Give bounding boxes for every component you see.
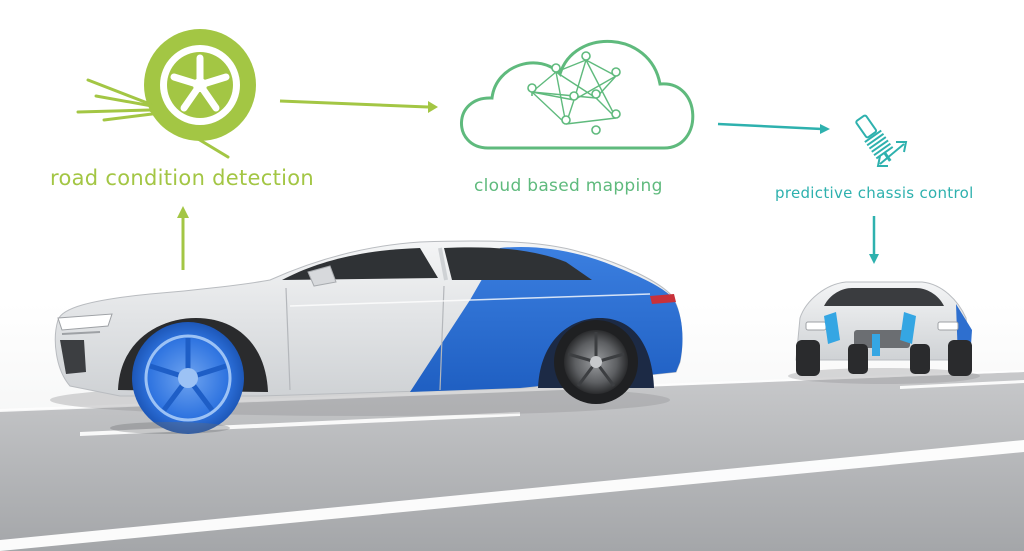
suspension-highlights xyxy=(824,312,916,356)
arrow-car-to-road-detection xyxy=(177,206,189,270)
front-view-car xyxy=(788,281,980,384)
cloud-mapping-label: cloud based mapping xyxy=(474,176,663,196)
chassis-control-label: predictive chassis control xyxy=(775,184,974,202)
arrow-chassis-to-car xyxy=(869,216,879,264)
cloud-network-icon xyxy=(460,40,695,150)
front-wheel-highlighted xyxy=(132,322,244,434)
map-pins xyxy=(527,51,621,135)
road-condition-label: road condition detection xyxy=(50,166,315,190)
arrow-cloud-to-chassis xyxy=(717,122,830,134)
motion-lines xyxy=(76,78,230,159)
road xyxy=(0,370,1024,551)
road-edge-line xyxy=(0,440,1024,551)
bidirectional-arrow xyxy=(876,141,908,167)
lane-dash xyxy=(900,380,1024,389)
arrow-road-to-cloud xyxy=(279,99,438,113)
rear-wheel xyxy=(554,320,638,404)
tire-icon xyxy=(76,29,256,159)
sedan-car xyxy=(50,240,683,434)
